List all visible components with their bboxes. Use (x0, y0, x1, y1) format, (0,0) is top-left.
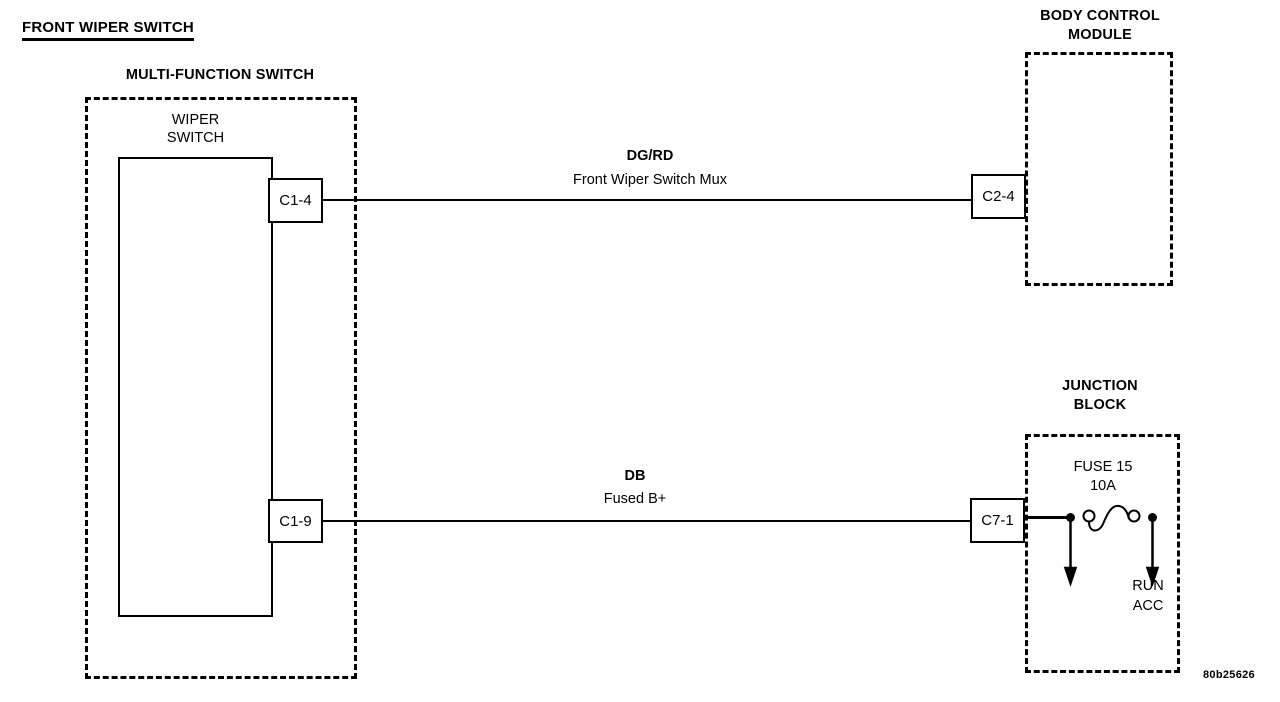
wiper-switch-label-line2: SWITCH (166, 130, 225, 146)
connector-c2-4[interactable]: C2-4 (971, 174, 1026, 219)
wire-dgrd-description: Front Wiper Switch Mux (573, 172, 727, 188)
fuse-right-node (1148, 513, 1157, 522)
body-control-module-boundary (1025, 52, 1173, 286)
body-control-module-label-line2: MODULE (1067, 27, 1133, 43)
junction-block-boundary (1025, 434, 1180, 673)
connector-c7-1-label: C7-1 (981, 512, 1014, 529)
wire-db-code: DB (624, 468, 646, 484)
multi-function-switch-label: MULTI-FUNCTION SWITCH (125, 67, 315, 83)
figure-id: 80b25626 (1203, 669, 1255, 681)
wire-dgrd-code: DG/RD (626, 148, 674, 164)
fuse-name-label: FUSE 15 (1073, 459, 1133, 475)
fuse-rating-label: 10A (1090, 478, 1116, 494)
connector-c1-4-label: C1-4 (279, 192, 312, 209)
connector-c1-9-label: C1-9 (279, 512, 312, 530)
wire-db-description: Fused B+ (603, 491, 667, 507)
page-title: FRONT WIPER SWITCH (22, 19, 194, 41)
body-control-module-label-line1: BODY CONTROL (1040, 8, 1160, 24)
wire-db-line (322, 520, 970, 522)
junction-block-label-line1: JUNCTION (1062, 378, 1138, 394)
multi-function-switch-boundary (85, 97, 357, 679)
fuse-input-wire (1025, 516, 1073, 519)
wiper-switch-label-line1: WIPER (171, 112, 220, 128)
connector-c2-4-label: C2-4 (982, 188, 1015, 205)
wire-dgrd-line (322, 199, 972, 201)
junction-block-label-line2: BLOCK (1073, 397, 1127, 413)
connector-c7-1[interactable]: C7-1 (970, 498, 1025, 543)
wiper-switch-body (118, 157, 273, 617)
fuse-left-node (1066, 513, 1075, 522)
output-acc-label: ACC (1132, 598, 1164, 614)
connector-c1-9[interactable]: C1-9 (268, 499, 323, 543)
connector-c1-4[interactable]: C1-4 (268, 178, 323, 223)
output-run-label: RUN (1132, 578, 1164, 594)
